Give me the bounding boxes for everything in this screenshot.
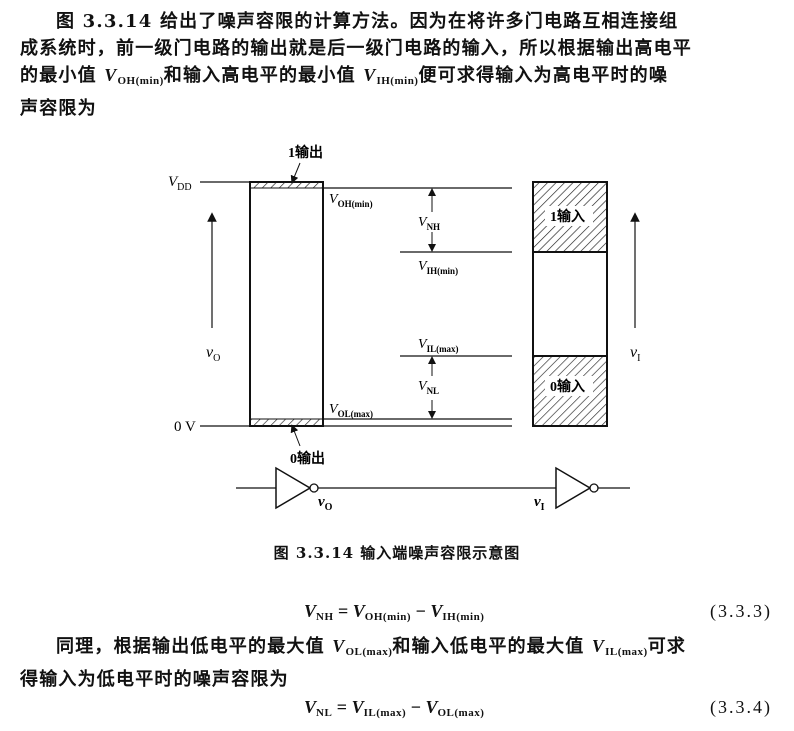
- paragraph-low-level: 同理，根据输出低电平的最大值 VOL(max)和输入低电平的最大值 VIL(ma…: [20, 633, 776, 693]
- para1-line4: 声容限为: [20, 98, 97, 119]
- vil-max-v: V: [591, 636, 606, 656]
- para1-line3-a: 的最小值: [20, 65, 97, 86]
- equation-number-3-3-3: (3.3.3): [710, 601, 772, 621]
- eq1-minus: −: [415, 601, 426, 621]
- eq1-equals: =: [338, 601, 349, 621]
- label-vih-min: VIH(min): [418, 259, 458, 276]
- noise-margin-figure: 1输出 0输出 VDD 0 V vO VOH(min) VOL(max) VNH…: [168, 144, 640, 513]
- label-voh-min: VOH(min): [329, 192, 373, 209]
- eq2-t1-sub: IL(max): [363, 707, 407, 719]
- label-0v: 0 V: [174, 419, 196, 435]
- label-gate-vo: vO: [318, 494, 333, 513]
- eq2-minus: −: [410, 697, 421, 717]
- para1-line1: 图 3.3.14 给出了噪声容限的计算方法。因为在将许多门电路互相连接组: [20, 8, 776, 35]
- para2-line1: 同理，根据输出低电平的最大值 VOL(max)和输入低电平的最大值 VIL(ma…: [20, 633, 776, 666]
- label-1out: 1输出: [288, 144, 323, 161]
- para1-line3-c: 便可求得输入为高电平时的噪: [418, 65, 669, 86]
- out0-leader: [290, 424, 301, 447]
- vih-min-v: V: [363, 65, 377, 85]
- para2-line2: 得输入为低电平时的噪声容限为: [20, 669, 289, 690]
- para1-line1-text: 图 3.3.14 给出了噪声容限的计算方法。因为在将许多门电路互相连接组: [56, 11, 679, 32]
- inverter-bubble-2: [589, 483, 599, 493]
- label-vnl: VNL: [418, 379, 439, 396]
- eq2-t2-v: V: [425, 697, 438, 717]
- vih-min-sub: IH(min): [376, 75, 419, 87]
- para2-line1-a: 同理，根据输出低电平的最大值: [56, 636, 325, 657]
- inverter-gate-2: [555, 466, 592, 510]
- label-gate-vi: vI: [534, 494, 545, 513]
- eq2-t2-sub: OL(max): [437, 707, 485, 719]
- eq1-lhs-sub: NH: [316, 611, 334, 623]
- label-vi: vI: [630, 344, 640, 364]
- label-vol-max: VOL(max): [329, 402, 373, 419]
- vol-max-symbol: VOL(max): [332, 636, 393, 658]
- vih-min-symbol: VIH(min): [363, 65, 419, 87]
- label-0out: 0输出: [290, 450, 325, 467]
- equation-vnh: VNH = VOH(min) − VIH(min): [304, 601, 484, 623]
- inverter-gate-1: [275, 466, 312, 510]
- figure-caption: 图 3.3.14 输入端噪声容限示意图: [273, 544, 521, 562]
- vol-max-v: V: [332, 636, 346, 656]
- output-low-hatch: [249, 418, 324, 427]
- label-vnh: VNH: [418, 215, 440, 232]
- equation-number-3-3-4: (3.3.4): [710, 697, 772, 717]
- label-vdd: VDD: [168, 174, 192, 193]
- paragraph-intro: 图 3.3.14 给出了噪声容限的计算方法。因为在将许多门电路互相连接组 成系统…: [20, 8, 776, 122]
- eq2-equals: =: [336, 697, 348, 717]
- para1-line3-b: 和输入高电平的最小值: [163, 65, 356, 86]
- para2-line1-c: 可求: [647, 636, 687, 657]
- eq2-t1-v: V: [351, 697, 364, 717]
- eq1-t2-v: V: [430, 601, 443, 621]
- eq1-t1-v: V: [352, 601, 365, 621]
- voh-min-symbol: VOH(min): [104, 65, 164, 87]
- eq2-lhs-v: V: [304, 697, 317, 717]
- equation-vnl: VNL = VIL(max) − VOL(max): [304, 697, 484, 719]
- eq1-t1-sub: OH(min): [364, 611, 412, 623]
- eq2-lhs-sub: NL: [316, 707, 333, 719]
- vol-max-sub: OL(max): [345, 646, 393, 658]
- inverter-bubble-1: [309, 483, 319, 493]
- input-undefined-zone: [532, 251, 608, 357]
- para1-line2: 成系统时，前一级门电路的输出就是后一级门电路的输入，所以根据输出高电平: [20, 38, 692, 59]
- out1-leader: [290, 162, 301, 184]
- label-bg-0in: [545, 376, 593, 396]
- vil-max-symbol: VIL(max): [591, 636, 648, 658]
- vil-max-sub: IL(max): [605, 646, 648, 658]
- output-high-hatch: [249, 181, 324, 189]
- para1-line3: 的最小值 VOH(min)和输入高电平的最小值 VIH(min)便可求得输入为高…: [20, 62, 776, 95]
- label-0in: 0输入: [550, 378, 585, 395]
- voh-min-sub: OH(min): [117, 75, 164, 87]
- label-vo: vO: [206, 344, 220, 364]
- eq1-lhs-v: V: [304, 601, 317, 621]
- output-range-box: [249, 181, 324, 427]
- label-bg-1in: [545, 206, 593, 226]
- para2-line1-b: 和输入低电平的最大值: [392, 636, 585, 657]
- eq1-t2-sub: IH(min): [442, 611, 485, 623]
- label-1in: 1输入: [550, 208, 585, 225]
- voh-min-v: V: [104, 65, 118, 85]
- label-vil-max: VIL(max): [418, 337, 459, 354]
